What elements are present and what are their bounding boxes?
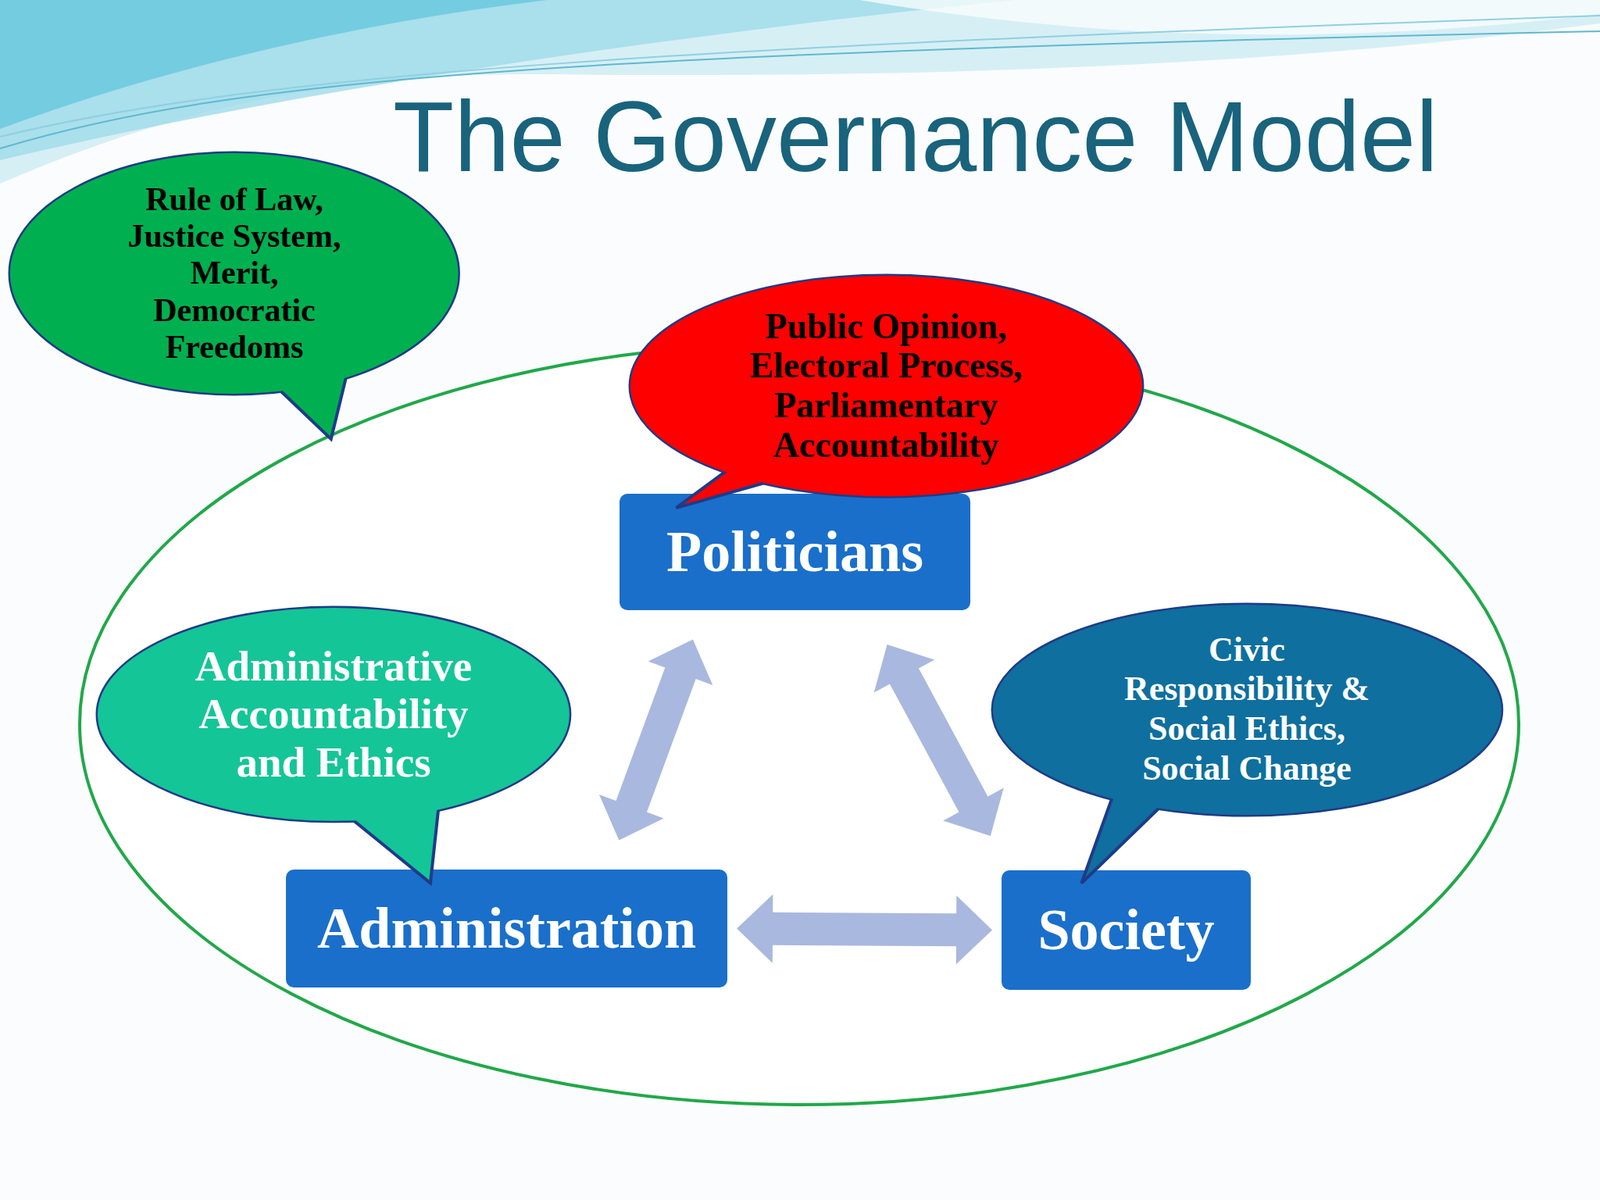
block-arrow bbox=[874, 644, 1004, 836]
process-box: Politicians bbox=[619, 493, 971, 611]
box-label: Administration bbox=[317, 895, 697, 962]
callout-text: Civic Responsibility & Social Ethics, So… bbox=[1111, 630, 1382, 789]
title-container: The Governance Model bbox=[392, 86, 1439, 187]
callout-text: Rule of Law, Justice System, Merit, Demo… bbox=[117, 181, 352, 365]
callout-text: Public Opinion, Electoral Process, Parli… bbox=[737, 307, 1035, 465]
block-arrow bbox=[736, 894, 993, 965]
bubble-outline bbox=[97, 607, 570, 822]
bubble-fill bbox=[10, 153, 458, 394]
bubble-outline bbox=[10, 153, 458, 394]
callout-bubble: Administrative Accountability and Ethics bbox=[97, 607, 570, 822]
bubble-fill bbox=[630, 275, 1143, 497]
bubble-fill bbox=[992, 604, 1502, 815]
bubble-outline bbox=[630, 275, 1143, 497]
callout-bubble: Public Opinion, Electoral Process, Parli… bbox=[630, 275, 1143, 497]
box-label: Society bbox=[1037, 896, 1215, 964]
box-label: Politicians bbox=[666, 518, 924, 586]
callout-bubble: Civic Responsibility & Social Ethics, So… bbox=[992, 604, 1502, 815]
bubble-outline bbox=[992, 604, 1502, 815]
callout-bubble: Rule of Law, Justice System, Merit, Demo… bbox=[10, 153, 458, 394]
bubble-fill bbox=[97, 607, 570, 822]
block-arrow bbox=[599, 639, 713, 841]
callout-text: Administrative Accountability and Ethics bbox=[177, 642, 490, 786]
title: The Governance Model bbox=[392, 86, 1439, 187]
process-box: Society bbox=[1001, 870, 1251, 990]
process-box: Administration bbox=[285, 869, 728, 988]
